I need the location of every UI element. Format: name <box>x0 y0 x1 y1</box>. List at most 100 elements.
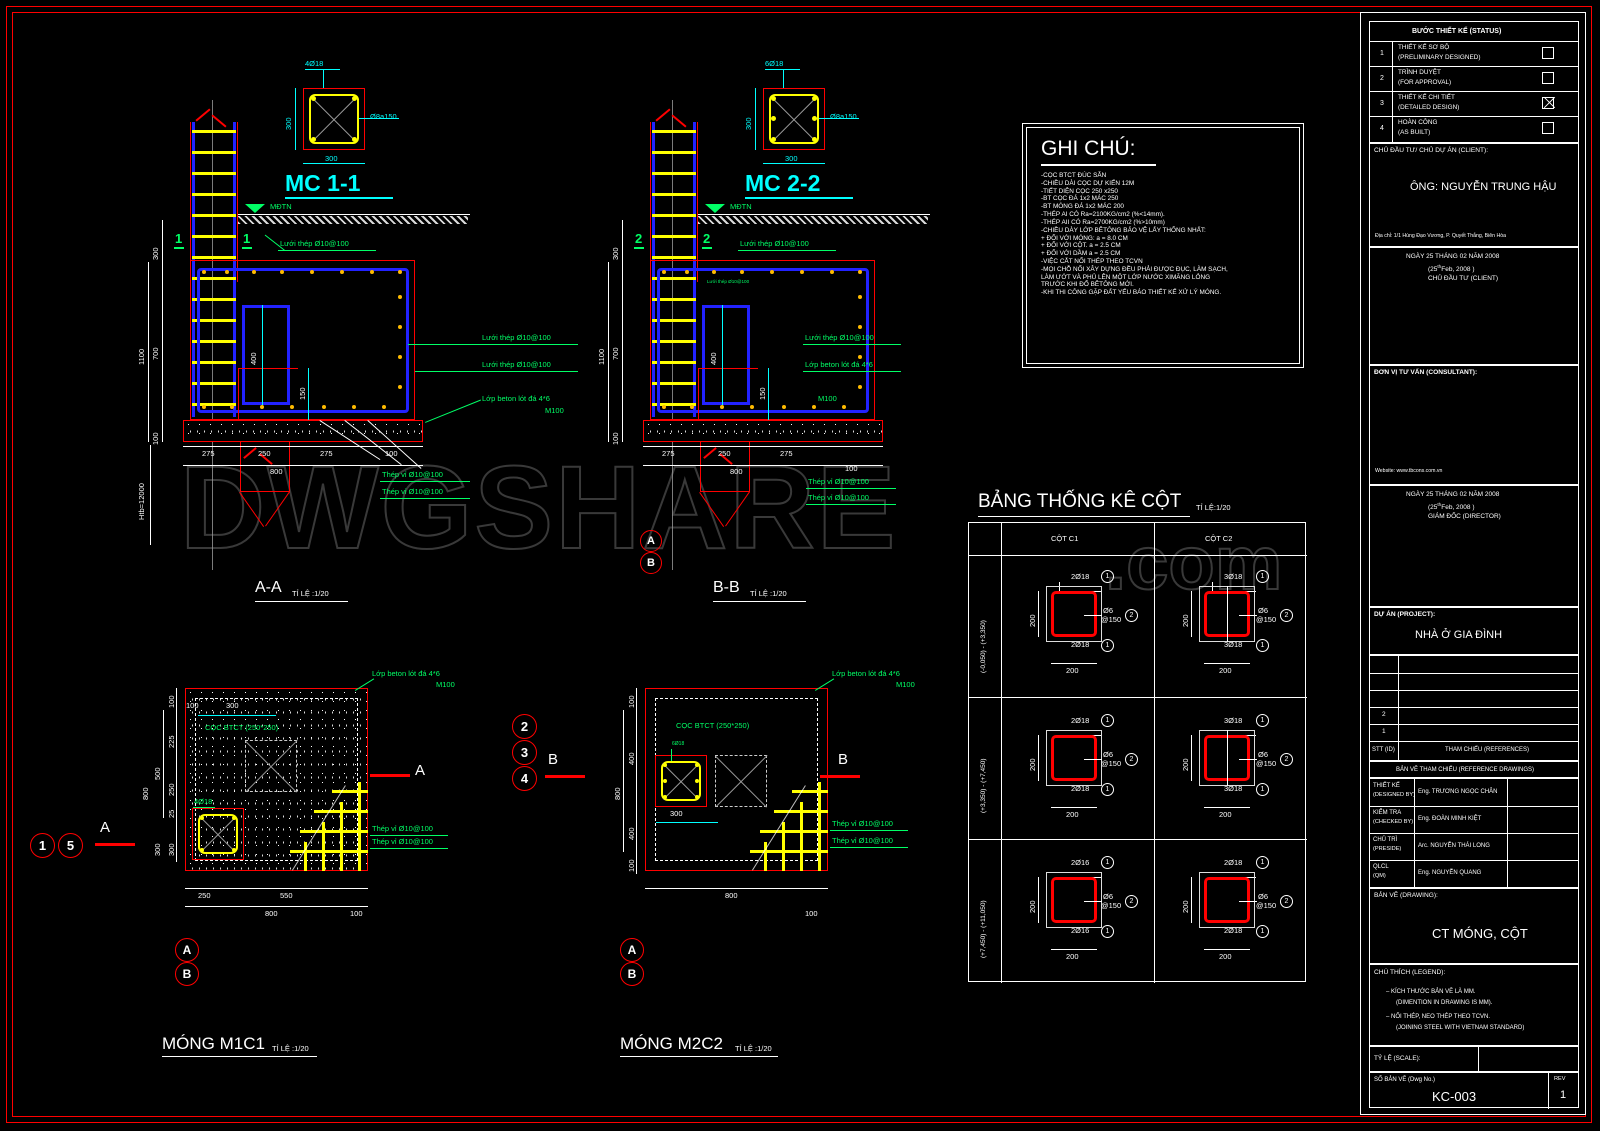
m1c1-dim-top-100: 100 <box>186 701 199 710</box>
bb-label-mesh-bot: Lớp beton lót đá 4*6 <box>805 360 873 369</box>
cell-bot-rebar: 2Ø18 <box>1224 926 1243 935</box>
m1c1-col-rebar: 4Ø18 <box>194 797 213 806</box>
bb-bubble-b[interactable]: B <box>640 552 662 574</box>
cell-tag-3: 1 <box>1101 639 1114 652</box>
bb-bubble-a[interactable]: A <box>640 530 662 552</box>
m2c2-section-mark-b2: B <box>838 751 849 768</box>
sig-role-en: (QM) <box>1373 873 1386 879</box>
status-checkbox-2[interactable] <box>1542 72 1554 84</box>
cell-mid-rebar: Ø6 <box>1258 892 1269 901</box>
m2c2-dim-bot-800: 800 <box>725 891 738 900</box>
note-line: -THÉP AI CÓ Ra=2100KG/cm2 (%<14mm). <box>1041 211 1165 219</box>
cell-tag-2: 2 <box>1280 895 1293 908</box>
note-line: -CHIỀU DÀY LỚP BÊTÔNG BẢO VỆ LẤY THỐNG N… <box>1041 226 1206 234</box>
schedule-scale: TỈ LỆ:1/20 <box>1196 503 1231 512</box>
aa-dim-275a: 275 <box>202 449 215 458</box>
consultant-website: Website: www.tbcons.com.vn <box>1375 468 1443 474</box>
m2c2-bubble-3[interactable]: 3 <box>512 740 537 765</box>
client-block: CHỦ ĐẦU TƯ/ CHỦ DỰ ÁN (CLIENT): ÔNG: NGU… <box>1369 143 1579 247</box>
note-line: LÀM ƯỚT VÀ PHỦ LÊN MỘT LỚP NƯỚC XIMĂNG L… <box>1041 273 1211 281</box>
cell-top-rebar: 3Ø18 <box>1224 716 1243 725</box>
scale-label: TỶ LỆ (SCALE): <box>1374 1055 1421 1062</box>
bb-dim-275b: 275 <box>780 449 793 458</box>
tag-label: 1 <box>1105 786 1110 793</box>
status-row-en: (PRELIMINARY DESIGNED) <box>1398 54 1481 61</box>
consultant-sign-block: NGÀY 25 THÁNG 02 NĂM 2008 (25thFeb, 2008… <box>1369 485 1579 607</box>
dwgno-label: SỐ BẢN VẼ (Dwg No.) <box>1374 1077 1436 1083</box>
note-line: -CHIỀU DÀI CỌC DỰ KIẾN 12M <box>1041 179 1135 187</box>
sheet-border-outer <box>6 6 1592 1123</box>
bb-bubble-b-label: B <box>647 557 655 569</box>
references-block: 2 1 STT (ID) THAM CHIẾU (REFERENCES) <box>1369 655 1579 762</box>
bubble-label: B <box>182 967 192 981</box>
sig-role-vi: CHỦ TRÌ <box>1373 837 1398 843</box>
status-checkbox-1[interactable] <box>1542 47 1554 59</box>
mc22-rebar-label: 6Ø18 <box>765 59 784 68</box>
ref-drawings-label: BẢN VẼ THAM CHIẾU (REFERENCE DRAWINGS) <box>1396 767 1535 773</box>
bb-dim-100b: 100 <box>845 464 858 473</box>
aa-label-thepvi-1: Thép vỉ Ø10@100 <box>382 470 443 479</box>
bb-dim-300: 300 <box>611 247 620 260</box>
status-checkbox-4[interactable] <box>1542 122 1554 134</box>
bubble-label: A <box>182 943 192 957</box>
schedule-col-c2: CỘT C2 <box>1205 534 1233 543</box>
aa-label-thepvi-2: Thép vỉ Ø10@100 <box>382 487 443 496</box>
cell-dim-v: 200 <box>1181 758 1190 771</box>
m1c1-bubble-1[interactable]: 1 <box>30 833 55 858</box>
m1c1-dim-bot-550: 550 <box>280 891 293 900</box>
cell-dim-v: 200 <box>1028 900 1037 913</box>
cell-tag-3: 1 <box>1101 783 1114 796</box>
aa-title: A-A <box>255 579 282 596</box>
m2c2-bubble-a[interactable]: A <box>620 938 644 962</box>
cell-bot-rebar: 2Ø18 <box>1071 784 1090 793</box>
status-header: BƯỚC THIẾT KẾ (STATUS) <box>1412 28 1502 35</box>
cell-dim-h: 200 <box>1219 666 1232 675</box>
note-line: TRƯỚC KHI ĐỔ BÊTÔNG MỚI. <box>1041 281 1134 289</box>
m1c1-dim-bot-100: 100 <box>350 909 363 918</box>
plan-m1c1: CỌC BTCT (250*250) 4Ø18 A Lớp beton lót … <box>141 660 530 950</box>
cell-tag-3: 1 <box>1256 925 1269 938</box>
bb-dim-100: 100 <box>611 432 620 445</box>
m2c2-bubble-4[interactable]: 4 <box>512 766 537 791</box>
m1c1-dim-300b: 300 <box>153 843 162 856</box>
status-row-no: 2 <box>1380 75 1384 82</box>
cell-dim-h: 200 <box>1066 666 1079 675</box>
cell-tag-3: 1 <box>1256 783 1269 796</box>
project-name: NHÀ Ở GIA ĐÌNH <box>1415 629 1503 641</box>
date-suffix: Feb, 2008 ) <box>1441 266 1475 274</box>
cell-top-rebar: 2Ø16 <box>1071 858 1090 867</box>
cell-dim-h: 200 <box>1066 810 1079 819</box>
m1c1-bubble-a[interactable]: A <box>175 938 199 962</box>
m2c2-dim-800: 800 <box>613 787 622 800</box>
m2c2-bubble-2[interactable]: 2 <box>512 714 537 739</box>
bb-dim-250: 250 <box>718 449 731 458</box>
cell-top-rebar: 2Ø18 <box>1071 572 1090 581</box>
date-prefix: (25 <box>1428 504 1438 512</box>
note-line: + ĐỐI VỚI CỘT. a = 2.5 CM <box>1041 242 1121 250</box>
cell-dim-v: 200 <box>1028 758 1037 771</box>
status-row-vi: HOÀN CÔNG <box>1398 119 1438 126</box>
aa-dim-150: 150 <box>298 387 307 400</box>
m1c1-dim-bot-800: 800 <box>265 909 278 918</box>
bb-dim-275a: 275 <box>662 449 675 458</box>
m1c1-dim-800: 800 <box>141 787 150 800</box>
status-checkbox-3[interactable] <box>1542 97 1554 109</box>
cell-mid-rebar: Ø6 <box>1103 750 1114 759</box>
client-address: Địa chỉ: 1/1 Hùng Đạo Vương, P. Quyết Th… <box>1375 233 1506 239</box>
sig-name: Eng. NGUYỄN QUANG <box>1418 870 1482 876</box>
m1c1-bubble-5[interactable]: 5 <box>58 833 83 858</box>
schedule-cell: 2Ø16 1 Ø6 @150 2 2Ø16 1 200 200 <box>1028 855 1149 970</box>
m1c1-bubble-b[interactable]: B <box>175 962 199 986</box>
drawing-name-block: BẢN VẼ (DRAWING): CT MÓNG, CỘT <box>1369 888 1579 964</box>
sig-role-vi: KIỂM TRA <box>1373 810 1402 816</box>
cell-mid-rebar: Ø6 <box>1103 606 1114 615</box>
sig-role-en: (CHECKED BY) <box>1373 819 1414 825</box>
note-line: -BT MÓNG ĐÁ 1x2 MÁC 200 <box>1041 203 1124 211</box>
tag-label: 1 <box>1260 786 1265 793</box>
m1c1-dim-bot-250: 250 <box>198 891 211 900</box>
cell-tag-1: 1 <box>1101 856 1114 869</box>
m2c2-bubble-b[interactable]: B <box>620 962 644 986</box>
tag-label: 1 <box>1105 642 1110 649</box>
tag-label: 1 <box>1105 859 1110 866</box>
m2c2-title: MÓNG M2C2 <box>620 1034 723 1053</box>
